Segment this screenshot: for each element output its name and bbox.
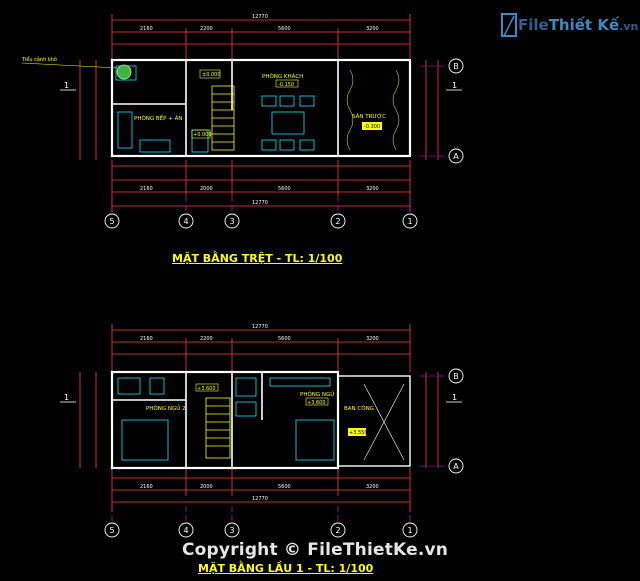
svg-text:5600: 5600 (278, 336, 291, 342)
axis-label: B (453, 372, 459, 381)
level-tag: +3.550 (349, 430, 368, 436)
room-label-front-yard: SÂN TRƯỚC (352, 113, 386, 120)
svg-text:2160: 2160 (140, 336, 153, 342)
room-label-balcony: BAN CÔNG (344, 405, 374, 412)
svg-text:2160: 2160 (140, 26, 153, 32)
total-dim: 12770 (252, 496, 268, 502)
note-dry-garden: Tiểu cảnh khô (21, 56, 57, 63)
level-tag: +3.600 (197, 386, 216, 392)
svg-text:2160: 2160 (140, 186, 153, 192)
copyright-watermark: Copyright © FileThietKe.vn (182, 540, 449, 560)
axis-label: A (453, 462, 459, 471)
axis-label: 2 (335, 526, 340, 535)
svg-text:2000: 2000 (200, 484, 213, 490)
svg-text:2160: 2160 (140, 484, 153, 490)
svg-text:3200: 3200 (366, 186, 379, 192)
plan-title-first: MẶT BẰNG LẦU 1 - TL: 1/100 (198, 562, 374, 575)
svg-text:2000: 2000 (200, 186, 213, 192)
level-tag: -0.300 (364, 124, 380, 130)
svg-text:5600: 5600 (278, 26, 291, 32)
axis-label: B (453, 62, 459, 71)
logo-wordmark: FileThiết Kế.vn (518, 16, 639, 34)
axis-label: 4 (183, 217, 188, 226)
svg-text:1: 1 (452, 393, 457, 402)
axis-label: 1 (407, 217, 412, 226)
room-label-kitchen: PHÒNG BẾP + ĂN (134, 114, 182, 122)
level-tag: ±0.000 (202, 72, 221, 78)
svg-text:1: 1 (64, 393, 69, 402)
svg-text:5600: 5600 (278, 484, 291, 490)
axis-label: 2 (335, 217, 340, 226)
svg-text:2200: 2200 (200, 336, 213, 342)
svg-text:3200: 3200 (366, 484, 379, 490)
room-label-bedroom-1: PHÒNG NGỦ 1 (300, 390, 340, 398)
total-dim: 12770 (252, 14, 268, 20)
plan-title-ground: MẶT BẰNG TRỆT - TL: 1/100 (172, 252, 343, 265)
room-label-living: PHÒNG KHÁCH (262, 73, 303, 80)
plan-first-floor: +3.600 +3.600 +3.550 PHÒNG NGỦ 2 PHÒNG N… (60, 324, 464, 538)
svg-text:2200: 2200 (200, 26, 213, 32)
axis-label: 1 (407, 526, 412, 535)
axis-label: 4 (183, 526, 188, 535)
axis-label: 3 (229, 217, 234, 226)
svg-text:1: 1 (64, 81, 69, 90)
svg-text:1: 1 (452, 81, 457, 90)
axis-label: A (453, 152, 459, 161)
axis-label: 3 (229, 526, 234, 535)
level-tag: +3.600 (307, 400, 326, 406)
room-label-bedroom-2: PHÒNG NGỦ 2 (146, 404, 186, 412)
plan-ground-floor: ±0.000 -0.150 -0.300 +0.000 PHÒNG BẾP + … (21, 14, 464, 229)
level-tag: -0.150 (278, 82, 294, 88)
axis-label: 5 (109, 526, 114, 535)
level-tag: +0.000 (193, 132, 212, 138)
svg-text:3200: 3200 (366, 336, 379, 342)
axis-label: 5 (109, 217, 114, 226)
total-dim: 12770 (252, 324, 268, 330)
logo-icon (501, 13, 517, 37)
total-dim: 12770 (252, 200, 268, 206)
svg-text:5600: 5600 (278, 186, 291, 192)
svg-text:3200: 3200 (366, 26, 379, 32)
